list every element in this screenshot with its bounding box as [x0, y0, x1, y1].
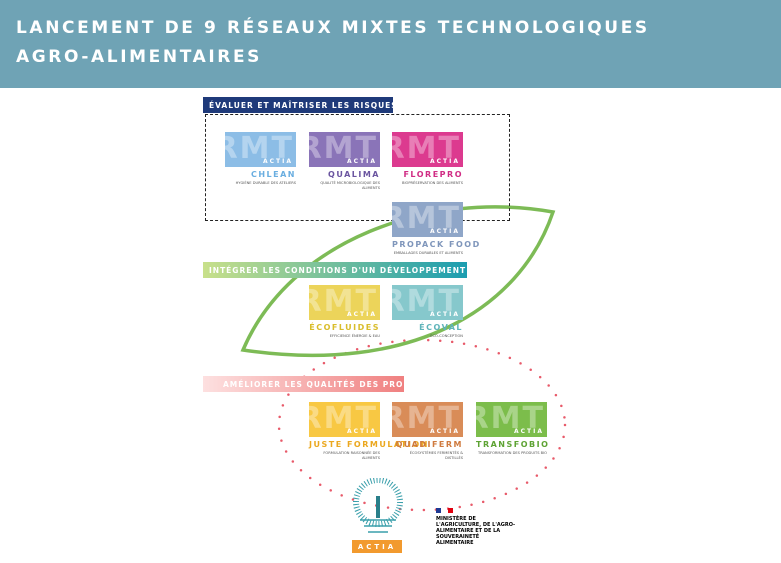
french-flag-icon	[436, 508, 516, 513]
title-line-2: AGRO-ALIMENTAIRES	[16, 47, 263, 67]
rmt-mark: RMT	[392, 402, 461, 436]
rmt-mark: RMT	[309, 132, 378, 166]
rmt-mark: RMT	[225, 132, 294, 166]
rmt-mark: RMT	[309, 285, 378, 319]
rmt-mark: RMT	[392, 202, 461, 236]
rmt-name: TRANSFOBIO	[476, 440, 550, 449]
rmt-mark: RMT	[392, 132, 461, 166]
section-banner-risks: ÉVALUER ET MAÎTRISER LES RISQUES	[203, 97, 397, 113]
actia-mark: ACTIA	[429, 158, 460, 165]
actia-mark: ACTIA	[346, 158, 377, 165]
section-banner-quality: AMÉLIORER LES QUALITÉS DES PRODUITS	[203, 376, 433, 392]
rmt-subtitle: Écosystèmes fermentés & distillés	[409, 451, 463, 460]
rmt-name: ÉCOVAL	[419, 323, 463, 332]
section-banner-sustainable: INTÉGRER LES CONDITIONS D'UN DÉVELOPPEME…	[203, 262, 515, 278]
risk-group-box	[205, 114, 510, 221]
actia-mark: ACTIA	[346, 311, 377, 318]
rmt-subtitle: Emballages durables et aliments	[393, 251, 463, 255]
actia-mark: ACTIA	[513, 428, 544, 435]
actia-mark: ACTIA	[429, 311, 460, 318]
rmt-subtitle: Éco-conception	[430, 334, 463, 338]
ministry-name: MINISTÈRE DE L'AGRICULTURE, DE L'AGRO-AL…	[436, 516, 516, 546]
rmt-subtitle: Formulation raisonnée des aliments	[323, 451, 380, 460]
rmt-subtitle: Transformation des produits bio	[478, 451, 547, 455]
rmt-name: FLOREPRO	[403, 170, 463, 179]
rmt-mark: RMT	[309, 402, 378, 436]
rmt-name: CHLEAN	[250, 170, 296, 179]
rmt-name: ÉCOFLUIDES	[309, 323, 380, 332]
rmt-name: JUSTE FORMULATION	[309, 440, 429, 449]
actia-mark: ACTIA	[429, 428, 460, 435]
rmt-subtitle: Qualité microbiologique des aliments	[320, 181, 380, 190]
rmt-subtitle: Biopréservation des aliments	[402, 181, 463, 185]
rmt-mark: RMT	[476, 402, 545, 436]
rmt-name: QUADIFERM	[395, 440, 463, 449]
actia-mark: ACTIA	[429, 228, 460, 235]
ministry-logo: MINISTÈRE DE L'AGRICULTURE, DE L'AGRO-AL…	[436, 508, 516, 546]
actia-mark: ACTIA	[262, 158, 293, 165]
rmt-subtitle: Hygiène durable des ateliers	[235, 181, 296, 185]
actia-tree-logo	[350, 477, 406, 540]
title-line-1: LANCEMENT DE 9 RÉSEAUX MIXTES TECHNOLOGI…	[16, 18, 650, 38]
rmt-name: QUALIMA	[328, 170, 380, 179]
rmt-mark: RMT	[392, 285, 461, 319]
actia-mark: ACTIA	[346, 428, 377, 435]
header: LANCEMENT DE 9 RÉSEAUX MIXTES TECHNOLOGI…	[0, 0, 781, 88]
actia-logo: ACTIA	[352, 540, 402, 553]
rmt-subtitle: Efficience énergie & eau	[329, 334, 380, 338]
rmt-name: PROPACK FOOD	[392, 240, 481, 249]
